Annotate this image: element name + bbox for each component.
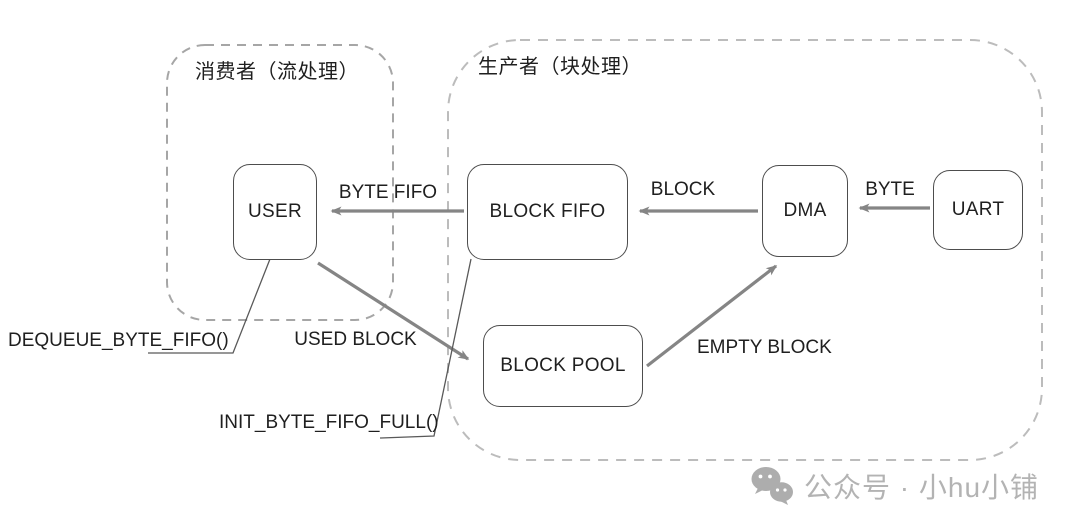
empty-block-arrow: [646, 264, 778, 368]
consumer-group-boundary: [166, 44, 394, 321]
uart-node-label: UART: [951, 199, 1005, 220]
init-byte-fifo-full-annotation: INIT_BYTE_FIFO_FULL(): [219, 412, 439, 433]
dequeue-connector-line: [148, 258, 271, 354]
watermark-text: 公众号 · 小hu小铺: [804, 472, 1040, 503]
producer-group-boundary: [447, 39, 1043, 461]
user-node: USER: [233, 164, 317, 260]
used-block-arrow-label: USED BLOCK: [294, 329, 417, 350]
block-pool-node: BLOCK POOL: [483, 325, 643, 407]
block-arrow-label: BLOCK: [650, 179, 716, 200]
watermark: 公众号 · 小hu小铺: [750, 466, 1039, 506]
dma-node-label: DMA: [783, 200, 827, 221]
wechat-icon: [751, 467, 793, 505]
consumer-group-label: 消费者（流处理）: [195, 61, 359, 83]
uart-node: UART: [933, 170, 1023, 250]
block-pool-node-label: BLOCK POOL: [500, 355, 626, 376]
used-block-arrow: [317, 261, 470, 361]
empty-block-arrow-label: EMPTY BLOCK: [697, 337, 832, 358]
dequeue-byte-fifo-annotation: DEQUEUE_BYTE_FIFO(): [8, 330, 229, 351]
producer-group-label: 生产者（块处理）: [478, 56, 642, 78]
user-node-label: USER: [248, 201, 302, 222]
byte-fifo-arrow-label: BYTE FIFO: [338, 182, 438, 203]
block-fifo-node-label: BLOCK FIFO: [489, 201, 606, 222]
dma-node: DMA: [762, 165, 848, 257]
block-fifo-node: BLOCK FIFO: [467, 164, 628, 260]
byte-arrow-label: BYTE: [865, 179, 915, 200]
init-connector-line: [379, 258, 472, 439]
